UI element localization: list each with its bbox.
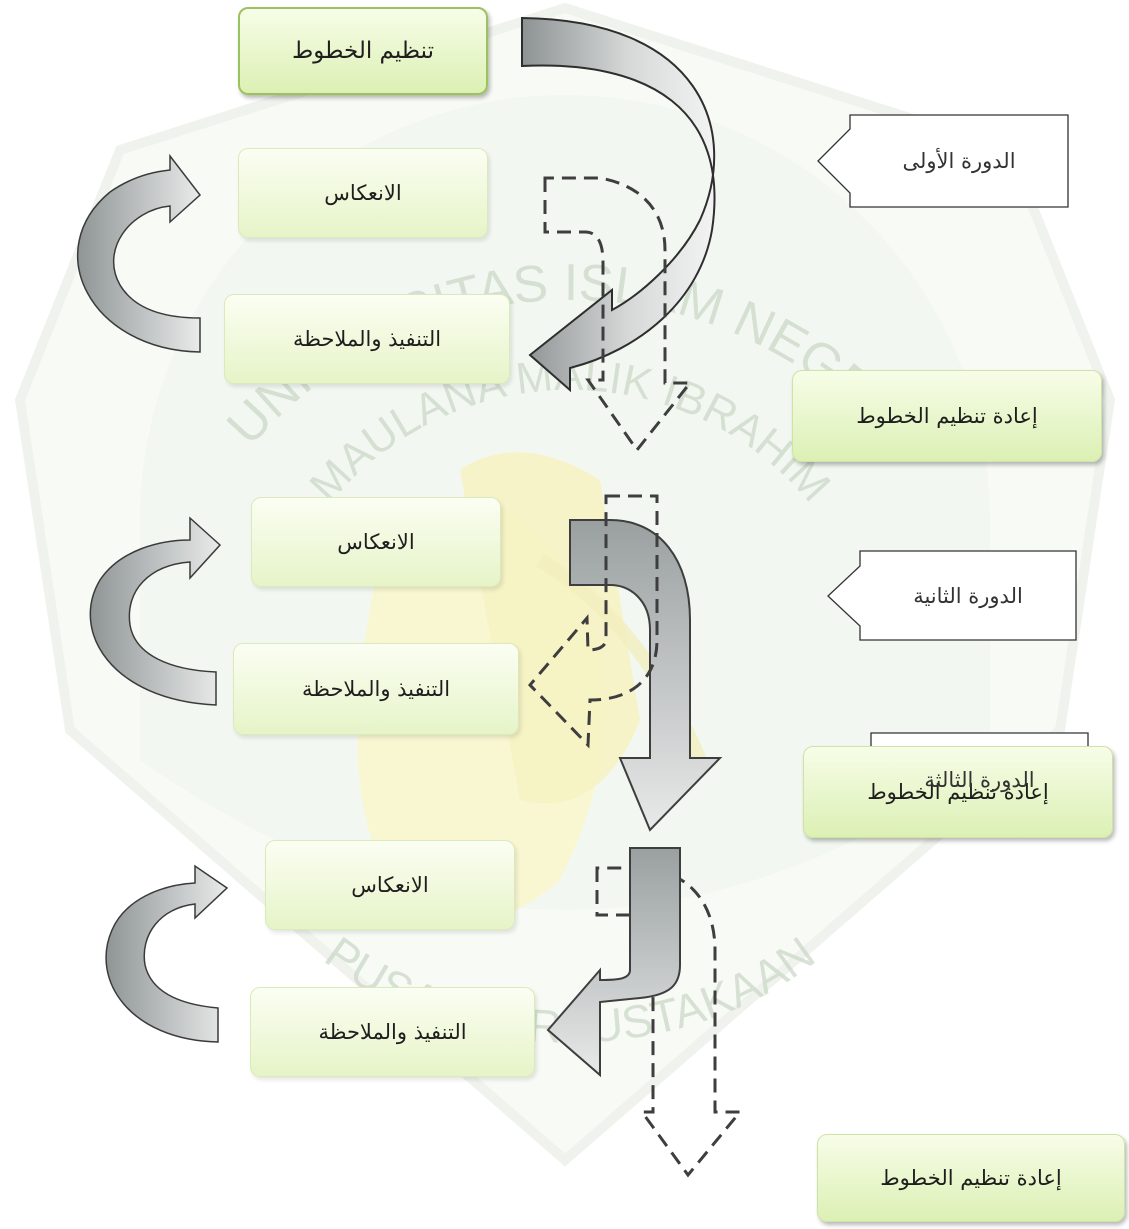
start-plan-label: تنظيم الخطوط bbox=[291, 38, 435, 64]
cycle1-main-arrow bbox=[521, 16, 716, 393]
cycle1-label: الدورة الأولى bbox=[850, 115, 1068, 207]
cycle1-reflection-box: الانعكاس bbox=[238, 148, 488, 238]
cycle1-loop-arrow bbox=[77, 153, 202, 353]
cycle3-reflection-label: الانعكاس bbox=[351, 873, 429, 897]
cycle3-loop-arrow bbox=[105, 864, 229, 1043]
cycle2-label-text: الدورة الثانية bbox=[913, 583, 1023, 608]
cycle2-reflection-box: الانعكاس bbox=[251, 497, 501, 587]
cycle3-action-label: التنفيذ والملاحظة bbox=[318, 1020, 467, 1044]
cycle3-replan-box: إعادة تنظيم الخطوط bbox=[817, 1134, 1125, 1222]
cycle3-action-box: التنفيذ والملاحظة bbox=[250, 987, 535, 1077]
cycle3-main-arrow bbox=[546, 847, 681, 1078]
cycle2-dashed-arrow bbox=[527, 494, 659, 749]
cycle3-label-text: الدورة الثالثة bbox=[924, 767, 1035, 792]
cycle2-reflection-label: الانعكاس bbox=[337, 530, 415, 554]
start-plan-box: تنظيم الخطوط bbox=[238, 7, 488, 95]
cycle1-label-frame bbox=[817, 114, 1069, 208]
cycle1-dashed-arrow bbox=[543, 176, 694, 453]
cycle2-replan-label: إعادة تنظيم الخطوط bbox=[867, 780, 1049, 804]
cycle3-reflection-box: الانعكاس bbox=[265, 840, 515, 930]
cycle1-action-box: التنفيذ والملاحظة bbox=[224, 294, 510, 384]
cycle1-action-label: التنفيذ والملاحظة bbox=[292, 327, 442, 351]
cycle2-action-label: التنفيذ والملاحظة bbox=[301, 677, 451, 701]
cycle3-label: الدورة الثالثة bbox=[871, 733, 1088, 826]
cycle2-loop-arrow bbox=[89, 516, 222, 706]
cycle1-replan-label: إعادة تنظيم الخطوط bbox=[856, 404, 1038, 428]
cycle2-action-box: التنفيذ والملاحظة bbox=[233, 643, 519, 735]
cycle2-label: الدورة الثانية bbox=[860, 551, 1076, 640]
cycle2-main-arrow bbox=[569, 519, 723, 832]
cycle1-label-text: الدورة الأولى bbox=[902, 149, 1016, 173]
cycle1-reflection-label: الانعكاس bbox=[324, 181, 402, 205]
cycle1-replan-box: إعادة تنظيم الخطوط bbox=[792, 370, 1102, 462]
cycle2-replan-box: إعادة تنظيم الخطوط bbox=[803, 746, 1113, 838]
cycle2-label-frame bbox=[827, 550, 1077, 641]
cycle3-replan-label: إعادة تنظيم الخطوط bbox=[880, 1166, 1062, 1190]
